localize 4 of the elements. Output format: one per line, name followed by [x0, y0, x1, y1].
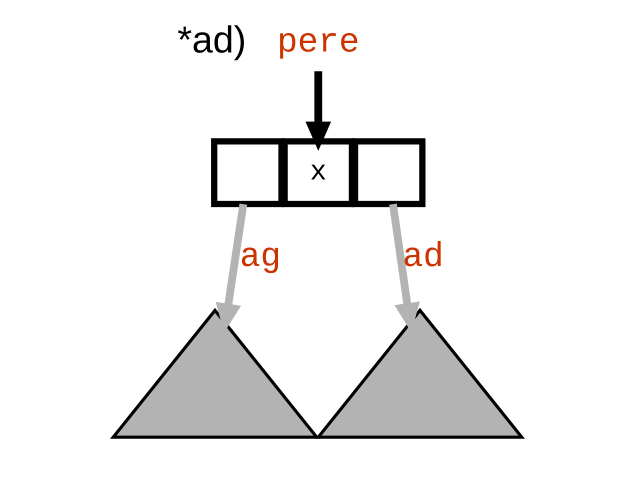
label: *ad) — [177, 18, 246, 60]
node-text: pere — [276, 24, 360, 63]
edge-label: ad — [402, 238, 444, 277]
edge-label: ag — [240, 238, 282, 277]
